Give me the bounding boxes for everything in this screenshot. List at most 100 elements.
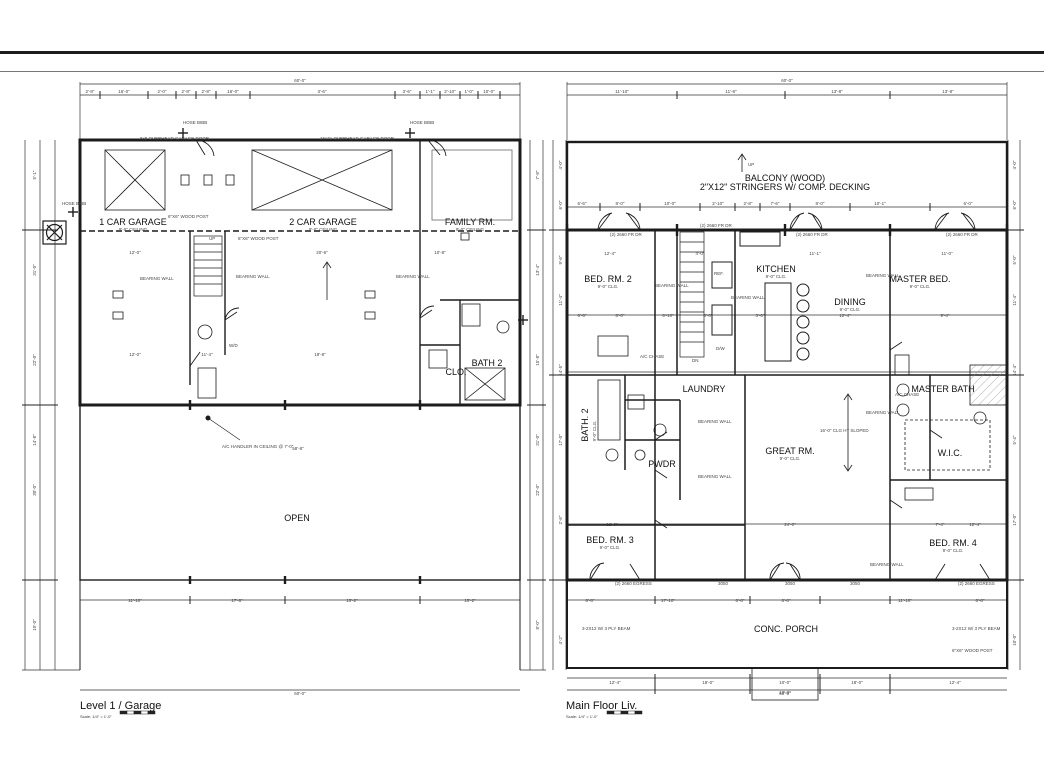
dimension-label: 4'-2" <box>558 635 563 644</box>
dimension-label: 6'-10" <box>662 313 674 318</box>
drawing-note: 6"X6" WOOD POST <box>952 648 993 653</box>
dimension-label: 11'-4" <box>1012 294 1017 306</box>
dimension-label: 11'-10" <box>615 89 629 94</box>
dimension-label: 22'-0" <box>32 354 37 366</box>
plan-scale-main: Scale: 1/4" = 1'-0" <box>566 714 598 719</box>
dimension-label: 18'-0" <box>851 680 863 685</box>
dimension-label: 8'-0" <box>616 201 625 206</box>
dimension-label: 2'-0" <box>158 89 167 94</box>
dimension-label: 22'-0" <box>535 484 540 496</box>
room-label: MASTER BED. <box>889 274 950 284</box>
drawing-note: BEARING WALL <box>866 410 900 415</box>
drawing-note: REF. <box>714 271 724 276</box>
dimension-label: 1'-0" <box>465 89 474 94</box>
dimension-label: 12'-0" <box>129 352 141 357</box>
dimension-label: 2'-10" <box>712 201 724 206</box>
room-label: BED. RM. 3 <box>586 535 634 545</box>
drawing-note: D/W <box>716 346 726 351</box>
dimension-label: 17'-0" <box>1012 514 1017 526</box>
room-ceiling-note: 9'-0" CLG. <box>592 421 597 442</box>
room-ceiling-note: 9'-0" CEILING <box>309 227 338 232</box>
dimension-label: 10'-1" <box>874 201 886 206</box>
dimension-label: 11'-0" <box>941 251 953 256</box>
drawing-note: (2) 2660 EGRESS <box>958 581 995 586</box>
dimension-label: 58'-8" <box>292 446 304 451</box>
room-label: 1 CAR GARAGE <box>99 217 167 227</box>
room-label: FAMILY RM. <box>445 217 495 227</box>
dimension-label: 9'-6" <box>558 255 563 264</box>
room-label: KITCHEN <box>756 264 796 274</box>
room-label: CONC. PORCH <box>754 624 818 634</box>
room-ceiling-note: 9'-0" CEILING <box>119 227 148 232</box>
dimension-label: 2'-8" <box>182 89 191 94</box>
dimension-label: 14'-8" <box>32 434 37 446</box>
dimension-label: 11'-1" <box>809 251 821 256</box>
dimension-label: 6'-0" <box>704 313 713 318</box>
drawing-note: W/D <box>229 343 238 348</box>
dimension-label: 11'-4" <box>558 294 563 306</box>
dimension-label: 17'-10" <box>661 598 675 603</box>
drawing-note: (2) 2660 FR DR <box>610 232 643 237</box>
drawing-note: BEARING WALL <box>866 273 900 278</box>
dimension-label: 3'-6" <box>403 89 412 94</box>
dimension-label: 60'-0" <box>294 691 306 696</box>
dimension-label: 4'-0" <box>558 160 563 169</box>
dimension-label: 11'-4" <box>201 352 213 357</box>
room-label: GREAT RM. <box>765 446 814 456</box>
room-label: BED. RM. 2 <box>584 274 632 284</box>
drawing-note: BEARING WALL <box>140 276 174 281</box>
header-rule-thick <box>0 51 1044 54</box>
dimension-label: 10'-0" <box>779 690 791 695</box>
drawing-note: BEARING WALL <box>731 295 765 300</box>
drawing-note: 16'-0" CLG HT SLOPED <box>820 428 869 433</box>
dimension-label: 18'-0" <box>702 680 714 685</box>
room-label: BATH. 2 <box>580 408 590 441</box>
room-ceiling-note: 9'-0" CLG. <box>600 545 621 550</box>
dimension-label: 2'-8" <box>744 201 753 206</box>
drawing-note: (2) 2660 FR DR <box>796 232 829 237</box>
drawing-note: A/C CHASE <box>640 354 664 359</box>
dimension-label: 10'-0" <box>483 89 495 94</box>
header-rule-thin <box>0 71 1044 72</box>
dimension-label: 12'-4" <box>609 680 621 685</box>
dimension-label: 15'-8" <box>535 354 540 366</box>
dimension-label: 3'-6" <box>756 313 765 318</box>
room-label: BALCONY (WOOD) <box>745 173 825 183</box>
room-ceiling-note: 9'-0" CLG. <box>766 274 787 279</box>
dimension-label: 15'-2" <box>346 598 358 603</box>
room-ceiling-note: 9'-0" CLG. <box>598 284 619 289</box>
dimension-label: 2'-10" <box>444 89 456 94</box>
room-ceiling-note: 9'-0" CEILING <box>456 227 485 232</box>
drawing-note: 3050 <box>718 581 729 586</box>
drawing-note: 6"X6" WOOD POST <box>238 236 279 241</box>
dimension-label: 12'-0" <box>129 250 141 255</box>
drawing-note: BEARING WALL <box>698 474 732 479</box>
plan-title-main: Main Floor Liv. <box>566 700 637 712</box>
dimension-label: 6'-8" <box>782 598 791 603</box>
drawing-note: 3-2X12 W/ 3 PLY BEAM <box>582 626 631 631</box>
drawing-note: (2) 2660 FR DR <box>700 223 733 228</box>
dimension-label: 6'-8" <box>736 598 745 603</box>
room-label: LAUNDRY <box>683 384 726 394</box>
dimension-label: 16'-0" <box>227 89 239 94</box>
room-label: BATH 2 <box>472 358 503 368</box>
drawing-note: HOSE BIBB <box>62 201 86 206</box>
drawing-note: BEARING WALL <box>870 562 904 567</box>
dimension-label: 4'-0" <box>1012 160 1017 169</box>
drawing-note: BEARING WALL <box>698 419 732 424</box>
plan-title-garage: Level 1 / Garage <box>80 700 161 712</box>
dimension-label: 10'-0" <box>32 619 37 631</box>
drawing-note: (2) 2660 EGRESS <box>615 581 652 586</box>
dimension-ticks <box>22 91 546 604</box>
dimension-label: 60'-0" <box>781 78 793 83</box>
drawing-note: (2) 2660 FR DR <box>946 232 979 237</box>
dimension-label: 7'-6" <box>771 201 780 206</box>
dimension-label: 31'-0" <box>535 434 540 446</box>
dimension-label: 12'-4" <box>604 251 616 256</box>
drawing-note: 3050 <box>785 581 796 586</box>
drawing-note: UP <box>748 162 754 167</box>
dimension-label: 5'-4" <box>1012 435 1017 444</box>
dimension-label: 5'-1" <box>32 170 37 179</box>
